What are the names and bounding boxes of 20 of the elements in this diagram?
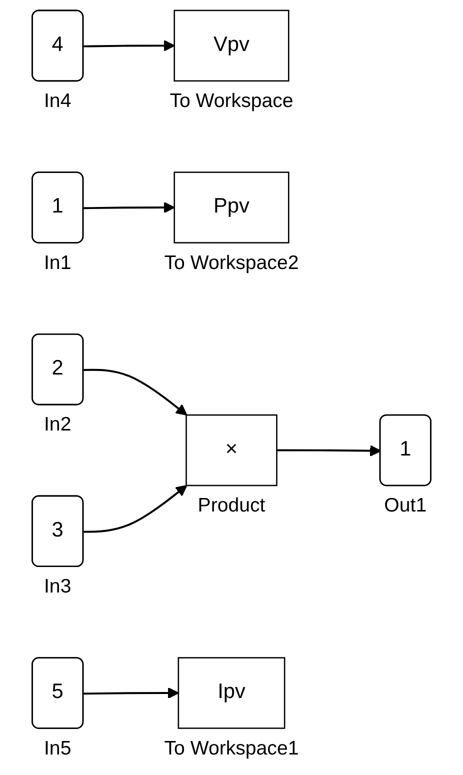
arrow	[84, 687, 179, 699]
block-name: To Workspace	[170, 90, 294, 112]
arrow	[276, 445, 382, 456]
block-name: Out1	[384, 494, 427, 517]
block-name: To Workspace2	[164, 252, 299, 274]
block-name: In5	[44, 737, 72, 760]
node-box: Ppv	[174, 172, 290, 244]
block-name: In2	[44, 414, 72, 436]
arrow	[84, 368, 188, 416]
arrow	[84, 40, 175, 52]
arrow	[84, 484, 188, 533]
node-box: Ipv	[178, 657, 286, 729]
block-name: In3	[44, 576, 72, 598]
block-name: Product	[198, 494, 266, 517]
block-name: To Workspace1	[164, 737, 299, 760]
node-box: Vpv	[174, 10, 290, 82]
arrow	[84, 202, 175, 214]
block-name: In1	[44, 252, 72, 274]
node-box: ×	[186, 414, 278, 486]
block-name: In4	[44, 90, 72, 112]
